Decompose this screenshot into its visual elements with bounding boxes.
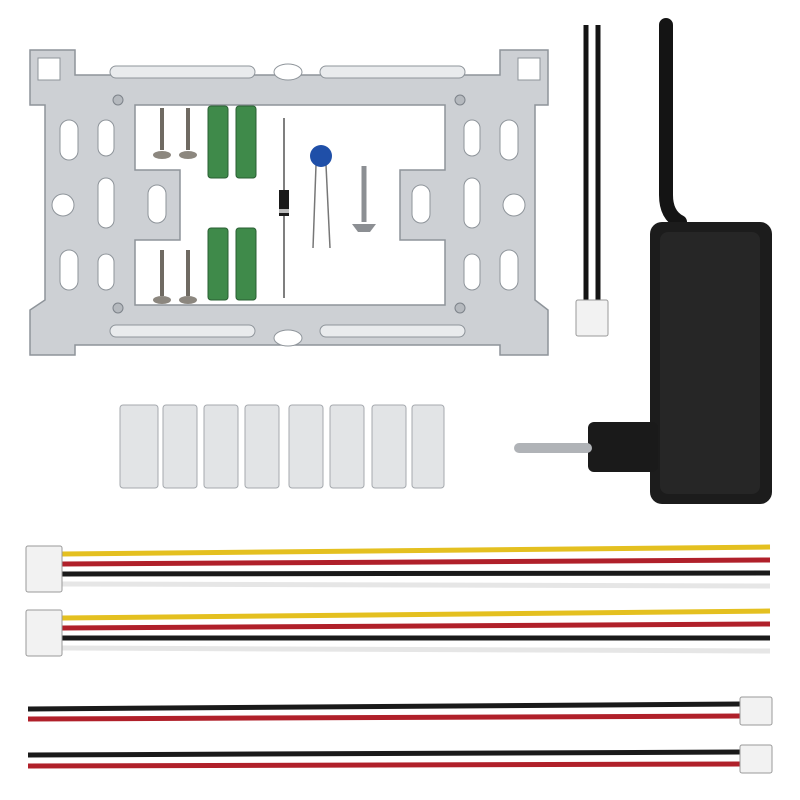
cable-clip xyxy=(119,404,159,489)
cable-connector xyxy=(739,696,773,726)
power-adapter xyxy=(514,18,772,504)
cable-clip xyxy=(203,404,239,489)
screw-set xyxy=(153,108,197,304)
wall-anchor-set xyxy=(207,105,257,301)
wall-anchor xyxy=(207,105,229,179)
screw xyxy=(153,108,171,159)
screw xyxy=(153,250,171,304)
diode xyxy=(279,118,289,298)
countersunk-screw xyxy=(352,166,376,232)
cable-clip-set xyxy=(119,404,445,489)
capacitor xyxy=(310,145,332,249)
wall-anchor xyxy=(235,105,257,179)
four-wire-cable xyxy=(25,544,771,593)
screw xyxy=(179,250,197,304)
cable-clip xyxy=(244,404,280,489)
wall-anchor xyxy=(235,227,257,301)
cable-connector xyxy=(575,299,609,337)
two-wire-cable xyxy=(27,696,773,726)
cable-clip xyxy=(371,404,407,489)
cable-clip xyxy=(288,404,324,489)
wall-anchor xyxy=(207,227,229,301)
cable-connector xyxy=(25,609,63,657)
two-wire-cable xyxy=(27,744,773,774)
adapter-cable xyxy=(575,25,609,337)
cable-clip xyxy=(162,404,198,489)
plug-pin xyxy=(514,443,592,453)
four-wire-cable xyxy=(25,608,771,657)
screw xyxy=(179,108,197,159)
cable-clip xyxy=(411,404,445,489)
cable-connector xyxy=(25,545,63,593)
cable-clip xyxy=(329,404,365,489)
cable-connector xyxy=(739,744,773,774)
